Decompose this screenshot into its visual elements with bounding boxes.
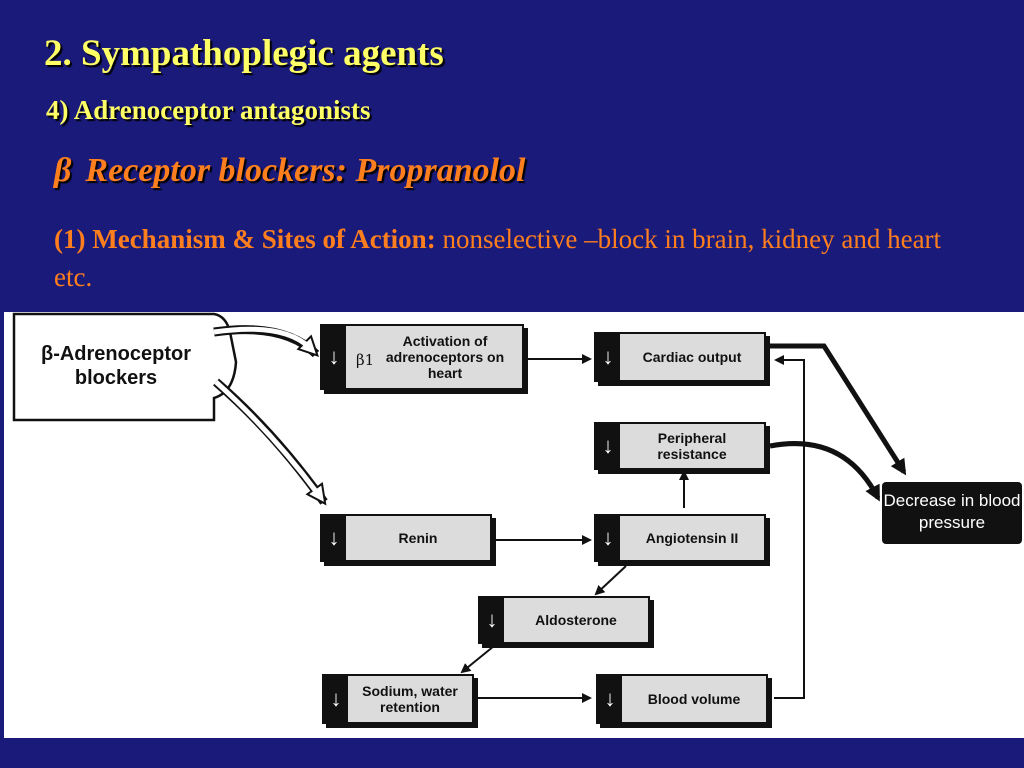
down-arrow-icon: ↓ — [598, 676, 622, 722]
slide-subtitle: 4) Adrenoceptor antagonists — [46, 95, 371, 125]
beta1-label: β1 — [356, 351, 375, 369]
slide-title: 2. Sympathoplegic agents — [44, 33, 444, 74]
aldosterone-label: Aldosterone — [535, 612, 617, 628]
down-arrow-icon: ↓ — [324, 676, 348, 722]
down-arrow-icon: ↓ — [322, 326, 346, 388]
para-text: nonselective –block in brain, kidney and… — [54, 224, 942, 292]
angiotensin-label: Angiotensin II — [645, 530, 739, 546]
mechanism-paragraph: (1) Mechanism & Sites of Action: nonsele… — [54, 220, 974, 296]
arrow-to-renin-inner — [214, 380, 321, 496]
cardiac-label: Cardiac output — [642, 349, 742, 365]
box-cardiac-output: ↓ Cardiac output — [594, 332, 766, 382]
section-heading: β Receptor blockers: Propranolol — [54, 152, 526, 190]
arrow-peripheral-to-result — [769, 441, 881, 502]
box-angiotensin: ↓ Angiotensin II — [594, 514, 766, 562]
box-peripheral-resistance: ↓ Peripheral resistance — [594, 422, 766, 470]
beta-blockers-label: β-Adrenoceptor blockers — [41, 343, 191, 389]
down-arrow-icon: ↓ — [322, 516, 346, 560]
para-number: (1) — [54, 224, 86, 254]
heading-text: Receptor blockers: Propranolol — [85, 152, 526, 189]
para-lead: Mechanism & Sites of Action: — [85, 224, 436, 254]
box-renin: ↓ Renin — [320, 514, 492, 562]
arrow-angiotensin-to-aldosterone — [594, 565, 627, 596]
sodium-label: Sodium, water retention — [362, 683, 458, 715]
mechanism-diagram: β-Adrenoceptor blockers ↓ β1 Activation … — [4, 312, 1024, 738]
box-aldosterone: ↓ Aldosterone — [478, 596, 650, 644]
arrow-cardiac-to-result — [770, 343, 907, 476]
arrow-aldosterone-to-sodium — [460, 645, 495, 674]
activation-label: Activation of adrenoceptors on heart — [385, 333, 505, 381]
source-callout-shape — [12, 312, 238, 422]
beta-symbol: β — [54, 152, 72, 189]
peripheral-label: Peripheral resistance — [657, 430, 727, 462]
arrow-volume-to-cardiac — [774, 355, 805, 699]
decrease-blood-pressure-box: Decrease in blood pressure — [882, 482, 1022, 544]
down-arrow-icon: ↓ — [480, 598, 504, 642]
diagram-connectors — [12, 312, 907, 703]
down-arrow-icon: ↓ — [596, 516, 620, 560]
blood-volume-label: Blood volume — [647, 691, 741, 707]
down-arrow-icon: ↓ — [596, 424, 620, 468]
box-blood-volume: ↓ Blood volume — [596, 674, 768, 724]
box-activation: ↓ β1 Activation of adrenoceptors on hear… — [320, 324, 524, 390]
down-arrow-icon: ↓ — [596, 334, 620, 380]
box-sodium-water: ↓ Sodium, water retention — [322, 674, 474, 724]
renin-label: Renin — [398, 530, 438, 546]
arrow-to-activation-inner — [213, 326, 312, 350]
